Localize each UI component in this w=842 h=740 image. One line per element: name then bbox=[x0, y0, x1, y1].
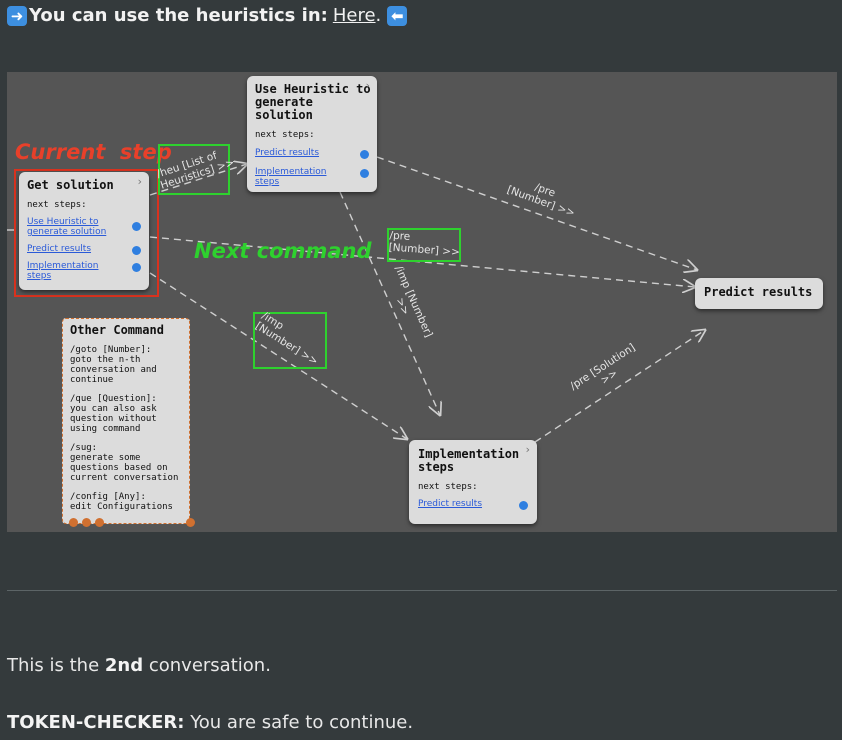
edge-label-pre-mid: /pre [Number] >> bbox=[388, 229, 461, 259]
edge-get-to-impl bbox=[149, 272, 407, 439]
edge-heuristic-to-impl bbox=[339, 191, 440, 415]
other-command-panel: Other Command /goto [Number]: goto the n… bbox=[62, 318, 190, 524]
node-title: Get solution bbox=[27, 178, 114, 192]
command-sug: /sug: generate some questions based on c… bbox=[70, 443, 179, 483]
command-goto: /goto [Number]: goto the n-th conversati… bbox=[70, 345, 157, 385]
link-label: Use Heuristic to generate solution bbox=[27, 217, 107, 237]
edge-get-to-predict bbox=[149, 236, 695, 287]
next-steps-label: next steps: bbox=[418, 482, 478, 492]
link-label: Predict results bbox=[255, 148, 320, 158]
next-command-label: Next command bbox=[194, 239, 372, 263]
workflow-diagram: Current step Next command › Get solution… bbox=[7, 72, 837, 532]
intro-line: ➜ You can use the heuristics in: Here . … bbox=[7, 5, 408, 26]
command-config: /config [Any]: edit Configurations bbox=[70, 492, 173, 512]
edge-impl-to-predict bbox=[534, 330, 705, 443]
highlight-heu-edge bbox=[158, 144, 230, 195]
diagram-edges bbox=[7, 156, 837, 443]
edge-heuristic-to-predict bbox=[376, 156, 697, 270]
divider bbox=[7, 590, 837, 591]
highlight-imp-edge bbox=[253, 312, 327, 369]
left-arrow-icon: ⬅ bbox=[387, 5, 408, 26]
link-predict-results[interactable]: Predict results bbox=[255, 148, 369, 159]
link-implementation-steps[interactable]: Implementation steps bbox=[255, 167, 369, 187]
intro-period: . bbox=[375, 5, 382, 26]
chevron-right-icon: › bbox=[136, 175, 143, 188]
arrow-circle-icon bbox=[519, 501, 528, 510]
next-steps-label: next steps: bbox=[255, 130, 315, 140]
next-steps-label: next steps: bbox=[27, 200, 87, 210]
arrow-circle-icon bbox=[132, 222, 141, 231]
command-que: /que [Question]: you can also ask questi… bbox=[70, 394, 157, 434]
conversation-number: 2nd bbox=[104, 655, 144, 676]
link-label: Predict results bbox=[27, 244, 92, 254]
conversation-prefix: This is the bbox=[7, 655, 100, 676]
heuristics-link[interactable]: Here bbox=[332, 5, 376, 26]
arrow-circle-icon bbox=[132, 263, 141, 272]
link-implementation-steps[interactable]: Implementation steps bbox=[27, 261, 141, 281]
link-label: Implementation steps bbox=[255, 167, 327, 187]
link-use-heuristic[interactable]: Use Heuristic to generate solution bbox=[27, 217, 141, 237]
link-predict-results[interactable]: Predict results bbox=[418, 499, 528, 510]
link-label: Implementation steps bbox=[27, 261, 99, 281]
other-command-title: Other Command bbox=[70, 323, 164, 337]
edge-get-to-heuristic bbox=[149, 164, 247, 196]
conversation-suffix: conversation. bbox=[148, 655, 271, 676]
copy-icon[interactable] bbox=[82, 518, 91, 527]
current-step-highlight bbox=[14, 169, 159, 297]
chevron-right-icon: › bbox=[524, 443, 531, 456]
arrow-circle-icon bbox=[360, 169, 369, 178]
node-predict-results[interactable]: Predict results bbox=[695, 278, 823, 309]
arrow-circle-icon bbox=[132, 246, 141, 255]
current-step-label: Current step bbox=[15, 140, 172, 164]
node-implementation-steps[interactable]: › Implementation steps next steps: Predi… bbox=[409, 440, 537, 524]
chevron-right-icon: › bbox=[364, 79, 371, 92]
right-arrow-icon: ➜ bbox=[7, 5, 27, 26]
intro-text: You can use the heuristics in: bbox=[29, 5, 328, 26]
token-checker-label: TOKEN-CHECKER: bbox=[7, 712, 185, 733]
highlight-pre-edge bbox=[387, 228, 461, 262]
link-predict-results[interactable]: Predict results bbox=[27, 244, 141, 255]
speaker-icon[interactable] bbox=[95, 518, 104, 527]
arrow-circle-icon bbox=[360, 150, 369, 159]
node-title: Use Heuristic to generate solution bbox=[255, 82, 371, 122]
node-use-heuristic[interactable]: › Use Heuristic to generate solution nex… bbox=[247, 76, 377, 192]
token-checker: TOKEN-CHECKER: You are safe to continue. bbox=[7, 712, 413, 733]
link-label: Predict results bbox=[418, 499, 483, 509]
node-title: Predict results bbox=[704, 285, 813, 299]
token-checker-message: You are safe to continue. bbox=[190, 712, 414, 733]
resize-handle-icon[interactable] bbox=[186, 518, 195, 527]
conversation-count: This is the 2nd conversation. bbox=[7, 655, 271, 676]
node-get-solution[interactable]: › Get solution next steps: Use Heuristic… bbox=[19, 172, 149, 290]
panel-toolbar bbox=[69, 518, 104, 527]
stop-icon[interactable] bbox=[69, 518, 78, 527]
node-title: Implementation steps bbox=[418, 447, 520, 474]
